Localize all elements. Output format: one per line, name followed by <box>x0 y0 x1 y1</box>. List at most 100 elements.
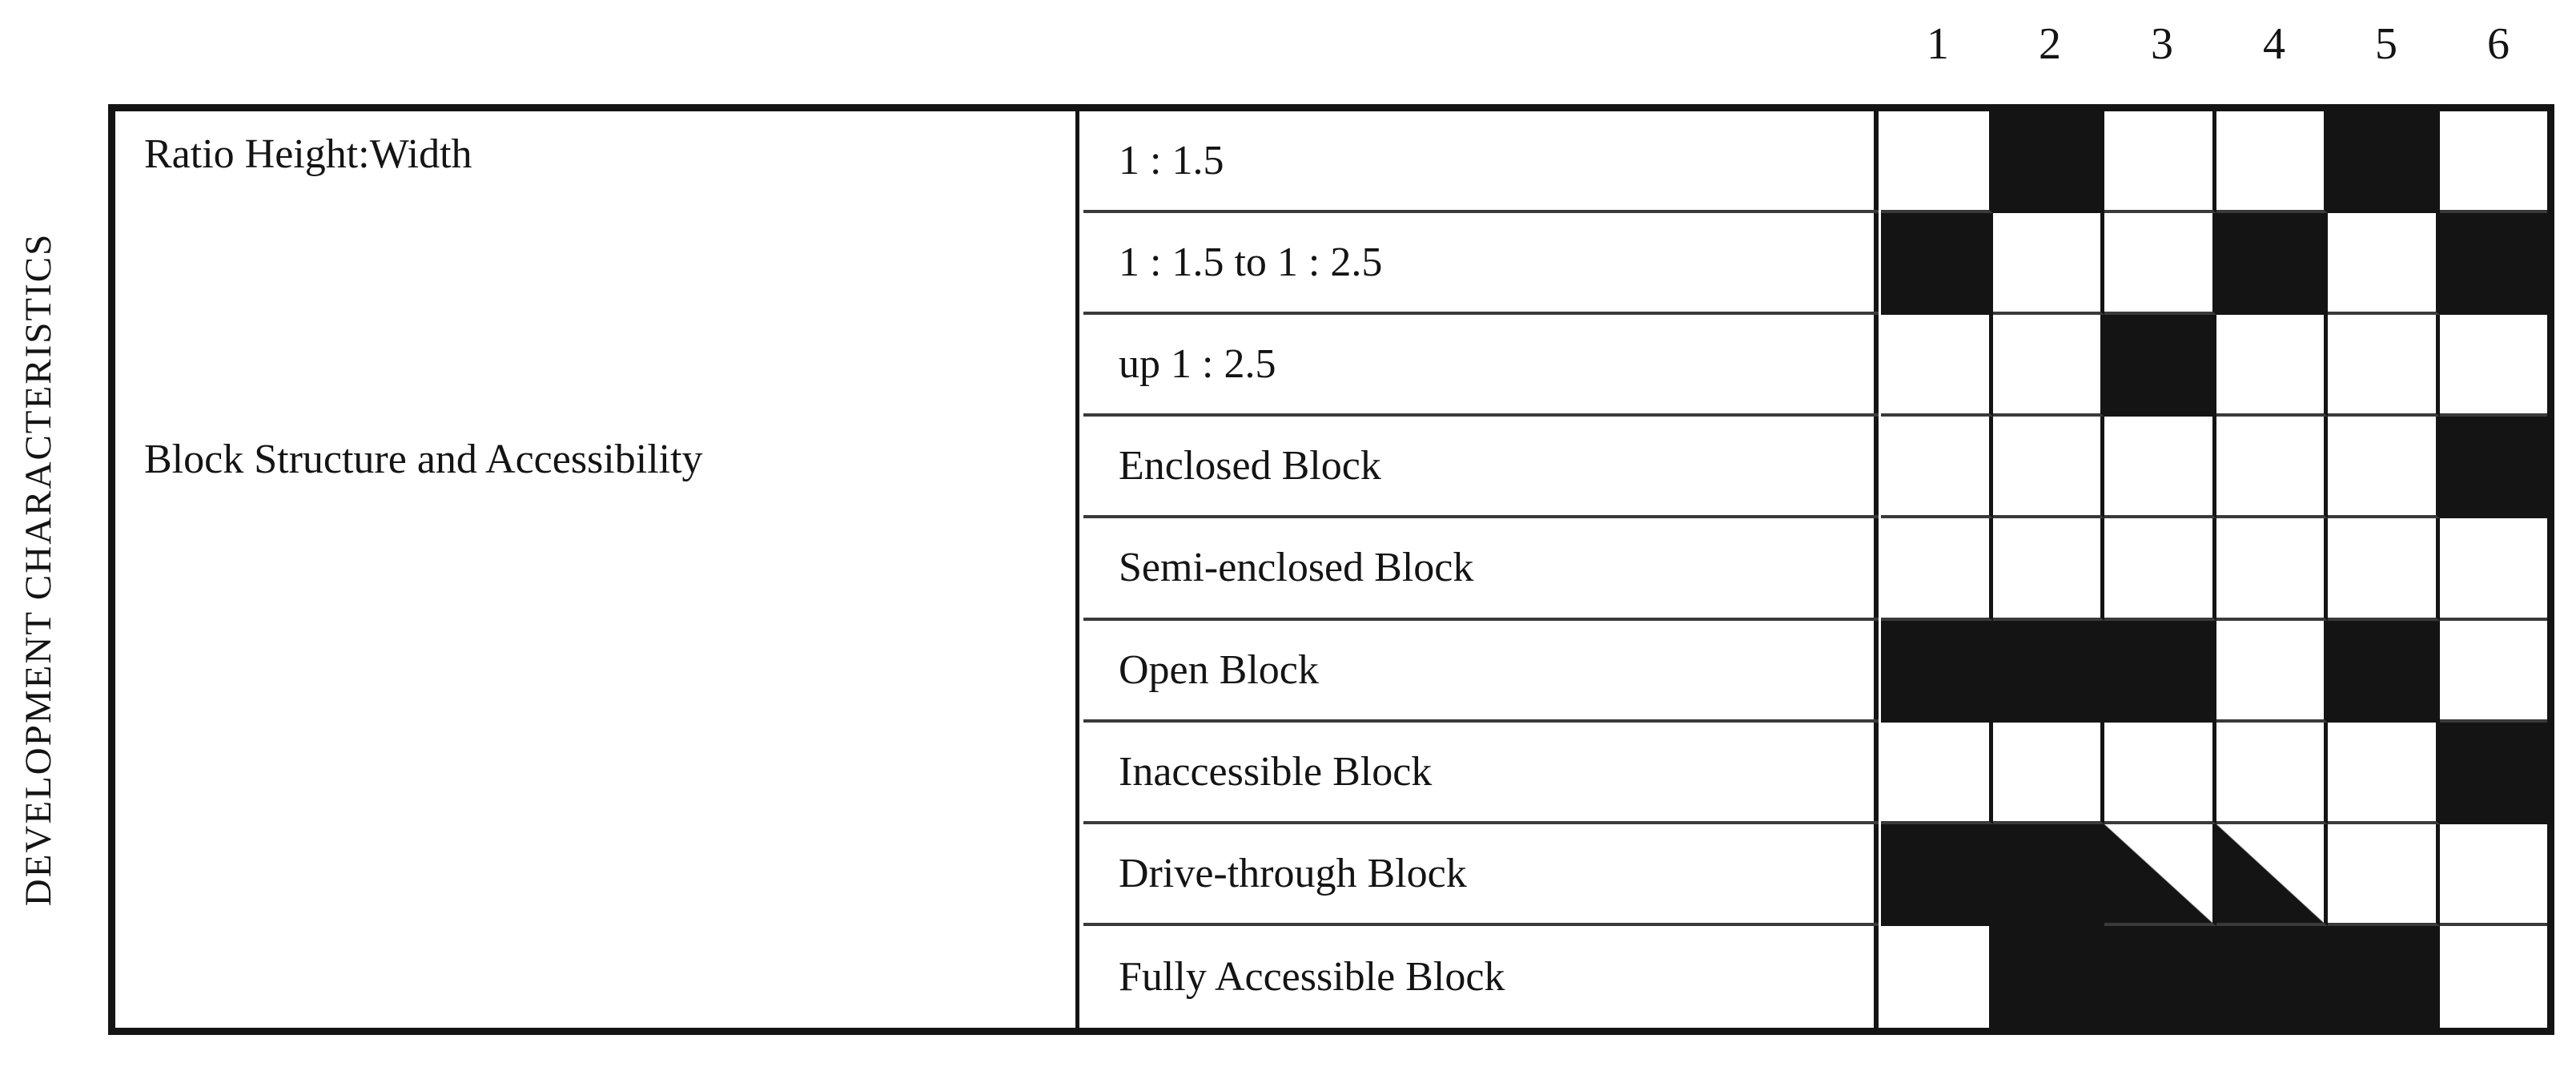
matrix-cell-empty <box>2328 315 2440 417</box>
matrix-cell-filled <box>1881 620 1993 723</box>
row-label-cell: Semi-enclosed Block <box>1083 518 1879 621</box>
matrix-cell-empty <box>2439 518 2547 621</box>
matrix-cell-empty <box>2439 823 2547 926</box>
matrix-row <box>1881 518 2547 621</box>
matrix-cell-filled <box>2104 620 2216 723</box>
matrix-cell-filled <box>1992 925 2104 1028</box>
matrix-cell-empty <box>2439 620 2547 723</box>
matrix-cell-filled <box>2104 315 2216 417</box>
matrix-cell-empty <box>2439 315 2547 417</box>
matrix-cell-empty <box>2328 213 2440 316</box>
row-label-cell: Drive-through Block <box>1083 824 1879 926</box>
column-header-6: 6 <box>2487 19 2510 69</box>
matrix-cell-empty <box>2328 518 2440 621</box>
column-header-4: 4 <box>2263 19 2285 69</box>
matrix-row <box>1881 417 2547 519</box>
matrix-cell-empty <box>1992 722 2104 824</box>
matrix-cell-filled <box>1992 111 2104 214</box>
column-header-row: 1 2 3 4 5 6 <box>1882 0 2554 103</box>
matrix-row <box>1881 620 2547 723</box>
row-label-cell: Enclosed Block <box>1083 417 1879 519</box>
matrix-row <box>1881 925 2547 1028</box>
matrix-cell-empty <box>1881 722 1993 824</box>
row-label: 1 : 1.5 <box>1119 138 1224 184</box>
group-cell-0: Ratio Height:Width <box>115 111 1079 417</box>
matrix-cell-empty <box>2216 417 2328 519</box>
matrix-cell-filled <box>2439 417 2547 519</box>
matrix-cell-filled <box>1881 213 1993 316</box>
row-label-cell: 1 : 1.5 <box>1083 111 1879 214</box>
matrix-cell-empty <box>2216 315 2328 417</box>
matrix-cell-empty <box>1881 925 1993 1028</box>
matrix-row <box>1881 213 2547 316</box>
matrix-cell-empty <box>2216 518 2328 621</box>
matrix-cell-empty <box>1881 518 1993 621</box>
row-label: Semi-enclosed Block <box>1119 545 1474 591</box>
matrix-row <box>1881 315 2547 417</box>
matrix-cell-empty <box>2104 518 2216 621</box>
row-label-cell: Open Block <box>1083 621 1879 723</box>
matrix-cell-partial <box>2104 823 2216 926</box>
row-label: Fully Accessible Block <box>1119 953 1505 1000</box>
matrix-cell-empty <box>2216 620 2328 723</box>
row-label: 1 : 1.5 to 1 : 2.5 <box>1119 240 1383 286</box>
diagonal-half-fill <box>2104 823 2212 923</box>
matrix-cell-filled <box>1992 620 2104 723</box>
matrix-cell-empty <box>2439 111 2547 214</box>
matrix-cell-empty <box>2328 722 2440 824</box>
matrix-cell-filled <box>2439 213 2547 316</box>
column-header-3: 3 <box>2151 19 2173 69</box>
matrix-cell-filled <box>2328 925 2440 1028</box>
matrix-cell-filled <box>2328 620 2440 723</box>
matrix-row <box>1881 823 2547 926</box>
matrix-row <box>1881 111 2547 214</box>
group-cell-1: Block Structure and Accessibility <box>115 417 1079 1028</box>
matrix-cell-empty <box>1881 111 1993 214</box>
matrix-cell-empty <box>2104 722 2216 824</box>
row-label-cell: 1 : 1.5 to 1 : 2.5 <box>1083 213 1879 316</box>
matrix-cell-empty <box>1881 417 1993 519</box>
row-label: up 1 : 2.5 <box>1119 341 1276 388</box>
matrix-cell-empty <box>1992 417 2104 519</box>
row-label-cell: up 1 : 2.5 <box>1083 315 1879 417</box>
matrix-cell-filled <box>2104 925 2216 1028</box>
row-label: Inaccessible Block <box>1119 748 1433 795</box>
matrix-cell-empty <box>2439 925 2547 1028</box>
matrix-cell-empty <box>2328 823 2440 926</box>
matrix-row <box>1881 722 2547 824</box>
matrix-cell-filled <box>1881 823 1993 926</box>
matrix-cell-filled <box>1992 823 2104 926</box>
matrix-cell-filled <box>2216 213 2328 316</box>
row-label: Enclosed Block <box>1119 443 1381 489</box>
column-header-2: 2 <box>2039 19 2061 69</box>
row-label-cell: Fully Accessible Block <box>1083 926 1879 1028</box>
matrix-cell-empty <box>2216 722 2328 824</box>
matrix-cell-empty <box>1992 518 2104 621</box>
diagonal-half-fill <box>2216 823 2325 923</box>
matrix-cells <box>1881 111 2547 1028</box>
row-label-cell: Inaccessible Block <box>1083 723 1879 824</box>
row-label: Drive-through Block <box>1119 850 1467 896</box>
matrix-cell-partial <box>2216 823 2328 926</box>
group-label: Block Structure and Accessibility <box>144 437 703 483</box>
vertical-axis-caption-label: DEVELOPMENT CHARACTERISTICS <box>18 232 59 907</box>
matrix-cell-empty <box>1881 315 1993 417</box>
matrix-cell-empty <box>1992 315 2104 417</box>
matrix-cell-filled <box>2216 925 2328 1028</box>
matrix-cell-empty <box>2104 111 2216 214</box>
group-label: Ratio Height:Width <box>144 131 472 177</box>
matrix-cell-empty <box>2104 213 2216 316</box>
matrix-cell-empty <box>2216 111 2328 214</box>
matrix-cell-empty <box>1992 213 2104 316</box>
column-header-1: 1 <box>1927 19 1949 69</box>
column-header-5: 5 <box>2375 19 2397 69</box>
vertical-axis-caption: DEVELOPMENT CHARACTERISTICS <box>0 0 77 906</box>
matrix-cell-filled <box>2439 722 2547 824</box>
matrix-cell-empty <box>2104 417 2216 519</box>
row-label: Open Block <box>1119 646 1319 693</box>
matrix-cell-empty <box>2328 417 2440 519</box>
